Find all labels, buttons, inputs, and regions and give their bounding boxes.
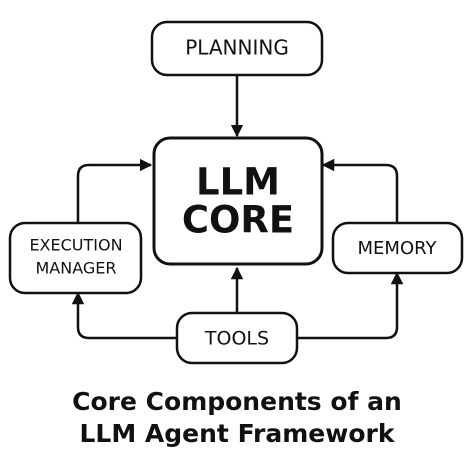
- node-tools-label: TOOLS: [204, 328, 269, 350]
- node-execution-manager: EXECUTION MANAGER: [8, 221, 143, 295]
- edge-tools-to-execution: [71, 291, 177, 340]
- node-llm-core-label-line1: LLM: [196, 161, 280, 204]
- diagram-caption-line-2: LLM Agent Framework: [79, 419, 395, 448]
- edge-memory-to-core: [321, 158, 399, 223]
- node-tools: TOOLS: [175, 311, 299, 365]
- node-llm-core: LLM CORE: [152, 136, 324, 266]
- node-memory-label: MEMORY: [358, 238, 438, 259]
- node-memory: MEMORY: [331, 221, 464, 275]
- edge-execution-to-core: [76, 158, 153, 223]
- node-llm-core-label-line2: CORE: [182, 199, 294, 242]
- node-execution-manager-label-line2: MANAGER: [35, 259, 116, 278]
- node-execution-manager-label-line1: EXECUTION: [29, 236, 122, 255]
- edge-tools-to-memory: [297, 271, 404, 340]
- node-planning-label: PLANNING: [185, 36, 289, 60]
- node-planning: PLANNING: [150, 20, 324, 77]
- diagram-caption-line-1: Core Components of an: [72, 387, 402, 416]
